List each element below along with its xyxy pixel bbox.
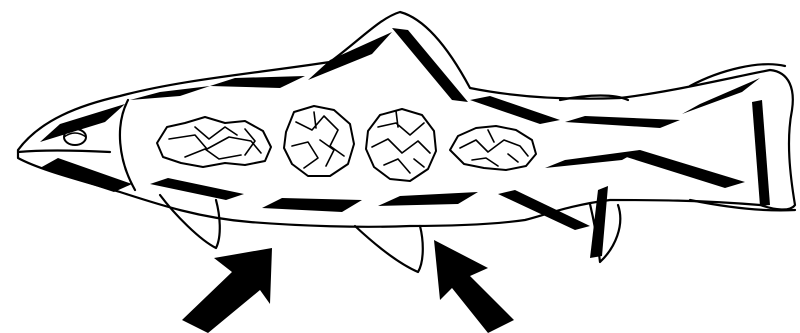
muscle-bar <box>40 158 132 192</box>
muscle-bar <box>210 76 305 88</box>
muscle-bar <box>470 96 560 124</box>
muscle-bar <box>752 100 770 206</box>
muscle-bar <box>565 116 680 128</box>
muscle-bar <box>378 192 478 206</box>
anal-fin <box>355 226 423 272</box>
fish-gill <box>120 100 135 190</box>
muscle-bar <box>262 198 362 212</box>
fish-mouth <box>18 151 110 153</box>
muscle-bar <box>620 150 745 188</box>
muscle-bar <box>130 86 210 100</box>
paper-ball <box>450 126 536 170</box>
paper-ball <box>157 117 271 167</box>
arrow-left <box>182 248 272 333</box>
muscle-bar <box>498 190 590 230</box>
muscle-bar <box>308 32 392 80</box>
paper-ball <box>284 106 354 176</box>
pectoral-fin <box>160 195 220 248</box>
paper-ball <box>366 109 436 181</box>
muscle-bar <box>545 150 640 168</box>
muscle-bar <box>590 186 608 258</box>
arrow-right <box>434 240 514 333</box>
muscle-bar <box>150 178 244 200</box>
